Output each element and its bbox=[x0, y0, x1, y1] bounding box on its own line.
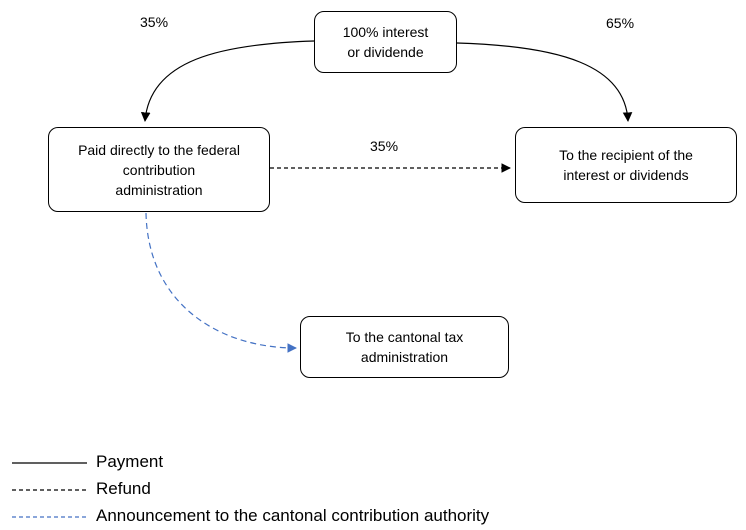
announcement-arrow-to-cantonal bbox=[145, 212, 297, 353]
label-percent-to-federal: 35% bbox=[140, 14, 169, 30]
legend-payment-label: Payment bbox=[96, 452, 164, 471]
node-source-interest-dividend: 100% interest or dividende bbox=[314, 11, 457, 73]
legend-refund-label: Refund bbox=[96, 479, 151, 498]
node-cantonal-tax-administration: To the cantonal tax administration bbox=[300, 316, 509, 378]
node-federal-administration: Paid directly to the federal contributio… bbox=[48, 127, 270, 212]
node-recipient: To the recipient of the interest or divi… bbox=[515, 127, 737, 203]
label-percent-to-recipient: 65% bbox=[606, 15, 635, 31]
payment-arrow-to-federal bbox=[140, 40, 315, 122]
label-percent-refund: 35% bbox=[370, 138, 399, 154]
payment-arrow-to-recipient bbox=[456, 42, 633, 122]
legend-announcement-label: Announcement to the cantonal contributio… bbox=[96, 506, 490, 525]
